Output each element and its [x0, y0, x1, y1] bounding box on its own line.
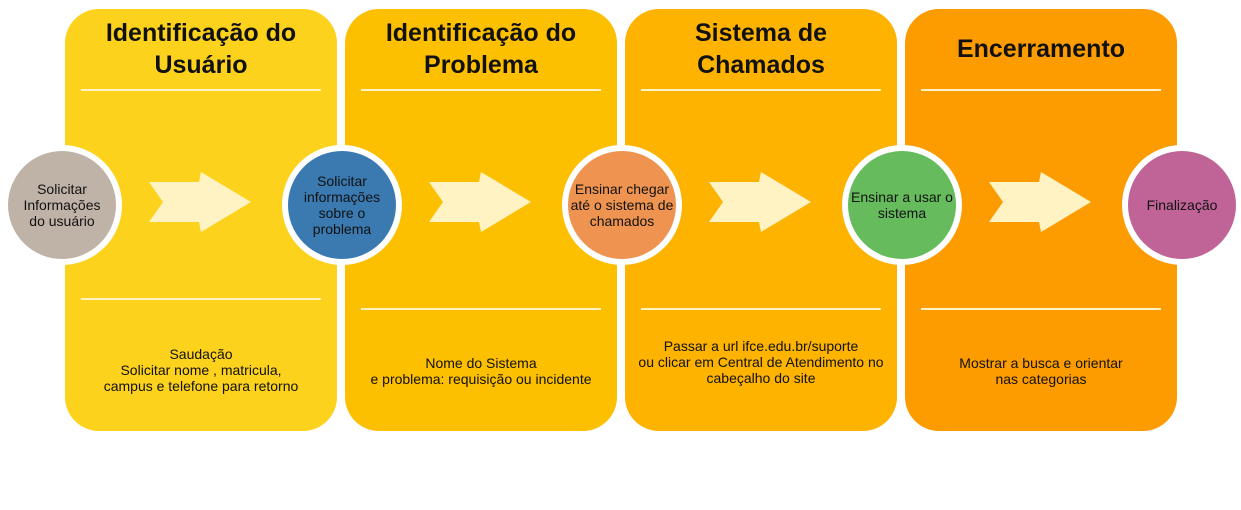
arrow-right-icon — [149, 172, 251, 232]
step-ensinar-usar-sistema: Ensinar a usar o sistema — [842, 145, 962, 265]
step-solicitar-informacoes-problema: Solicitar informações sobre o problema — [282, 145, 402, 265]
divider-top — [921, 89, 1161, 91]
divider-bottom — [361, 308, 601, 310]
divider-top — [81, 89, 321, 91]
arrow-right-icon — [989, 172, 1091, 232]
step-finalizacao: Finalização — [1122, 145, 1241, 265]
divider-top — [641, 89, 881, 91]
column-title: Identificação do Usuário — [105, 19, 297, 79]
arrow-right-icon — [429, 172, 531, 232]
divider-bottom — [641, 308, 881, 310]
column-description: Passar a url ifce.edu.br/suporte ou clic… — [638, 338, 884, 386]
column-description: Mostrar a busca e orientar nas categoria… — [959, 355, 1123, 387]
column-title: Identificação do Problema — [385, 19, 577, 79]
step-ensinar-chegar-sistema: Ensinar chegar até o sistema de chamados — [562, 145, 682, 265]
divider-top — [361, 89, 601, 91]
arrow-right-icon — [709, 172, 811, 232]
step-solicitar-informacoes-usuario: Solicitar Informações do usuário — [2, 145, 122, 265]
column-title: Sistema de Chamados — [694, 19, 827, 79]
column-title: Encerramento — [956, 35, 1126, 63]
divider-bottom — [921, 308, 1161, 310]
column-description: Saudação Solicitar nome , matricula, cam… — [103, 346, 299, 394]
column-description: Nome do Sistema e problema: requisição o… — [370, 355, 592, 387]
divider-bottom — [81, 298, 321, 300]
